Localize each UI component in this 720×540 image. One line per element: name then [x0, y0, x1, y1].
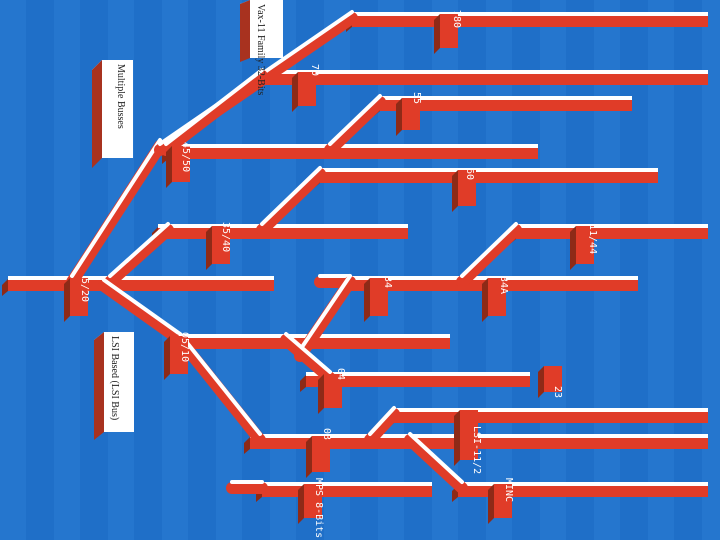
- callout-multibus: Multiple Busses: [92, 60, 133, 168]
- label-35-40: 35/40: [220, 222, 231, 252]
- stripe: [162, 0, 188, 540]
- label-60: 60: [464, 168, 475, 180]
- label-70: 70: [309, 64, 320, 76]
- label-23: 23: [552, 386, 563, 398]
- label-5-20: 5/20: [79, 278, 90, 302]
- label-11-44: 11/44: [587, 224, 598, 254]
- label-minc: MINC: [503, 478, 514, 502]
- label-34a: 34A: [498, 276, 509, 294]
- label-mps: MPS 8-Bits: [313, 478, 324, 538]
- model-tag: [292, 72, 316, 112]
- label-34: 34: [382, 276, 393, 288]
- product-bar: [256, 70, 708, 90]
- callout-lsi-text: LSI Based (LSI Bus): [109, 336, 120, 420]
- model-tag: [306, 436, 330, 478]
- callout-vax-text: Vax-11 Family 32-Bits: [255, 4, 266, 95]
- connector-link: [232, 482, 262, 488]
- stripe: [216, 0, 242, 540]
- label-03: 03: [321, 428, 332, 440]
- callout-lsi: LSI Based (LSI Bus): [94, 332, 134, 440]
- label-lsi11-2: LSI-11/2: [471, 426, 482, 474]
- stripe: [0, 0, 26, 540]
- callout-multibus-text: Multiple Busses: [115, 64, 126, 129]
- label-05-10: 05/10: [179, 332, 190, 362]
- label-45-50: 45/50: [180, 142, 191, 172]
- label-55: 55: [411, 92, 422, 104]
- label-04: 04: [335, 368, 346, 380]
- label-780: 780: [451, 10, 462, 28]
